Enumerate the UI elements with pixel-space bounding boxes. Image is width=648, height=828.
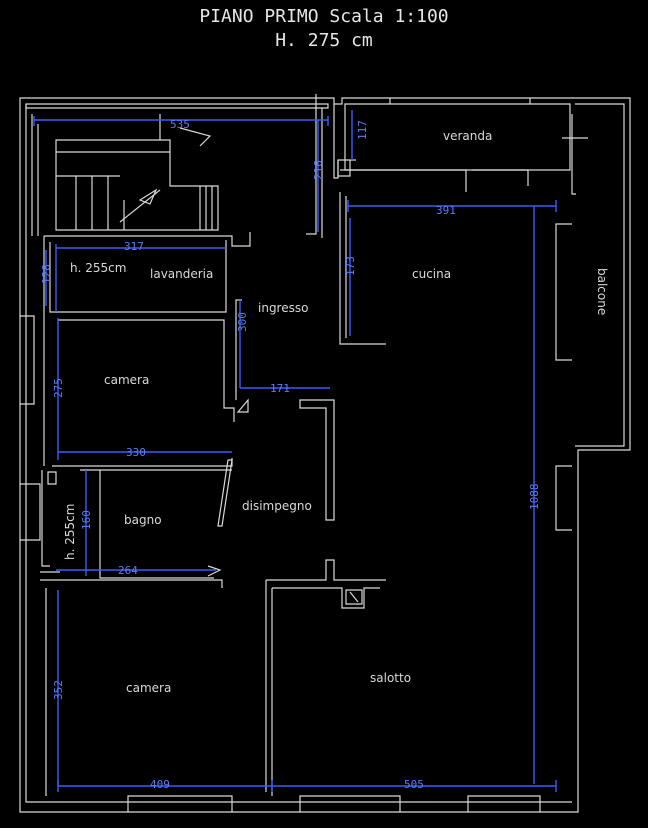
room-balcone: balcone [595, 268, 609, 315]
room-camera-bottom: camera [126, 681, 171, 695]
dim-117: 117 [356, 120, 369, 140]
plan-height: H. 275 cm [275, 30, 373, 51]
room-ingresso: ingresso [258, 301, 308, 315]
dim-275: 275 [52, 378, 65, 398]
dim-128: 128 [40, 264, 53, 284]
dim-317: 317 [124, 240, 144, 253]
dim-535: 535 [170, 118, 190, 131]
room-bagno: bagno [124, 513, 162, 527]
room-veranda: veranda [443, 129, 492, 143]
dim-300: 300 [236, 312, 249, 332]
room-lavanderia: lavanderia [150, 267, 213, 281]
dim-160: 160 [80, 510, 93, 530]
interior-walls [40, 94, 588, 796]
dim-352: 352 [52, 680, 65, 700]
dimension-labels: 535 117 216 391 317 128 173 300 171 275 … [40, 118, 541, 791]
staircase [55, 114, 219, 231]
dim-1088: 1088 [528, 484, 541, 511]
room-camera-top: camera [104, 373, 149, 387]
dim-171: 171 [270, 382, 290, 395]
room-salotto: salotto [370, 671, 411, 685]
dim-216: 216 [312, 160, 325, 180]
dim-409: 409 [150, 778, 170, 791]
height-bagno: h. 255cm [63, 504, 77, 560]
dim-505: 505 [404, 778, 424, 791]
dimension-lines [33, 110, 557, 792]
plan-title: PIANO PRIMO Scala 1:100 [199, 6, 449, 27]
dim-264: 264 [118, 564, 138, 577]
dim-330: 330 [126, 446, 146, 459]
height-lavanderia: h. 255cm [70, 261, 126, 275]
dim-173: 173 [344, 256, 357, 276]
dim-391: 391 [436, 204, 456, 217]
room-labels: veranda cucina lavanderia h. 255cm ingre… [63, 129, 609, 695]
outer-walls [19, 97, 631, 813]
room-disimpegno: disimpegno [242, 499, 312, 513]
room-cucina: cucina [412, 267, 451, 281]
